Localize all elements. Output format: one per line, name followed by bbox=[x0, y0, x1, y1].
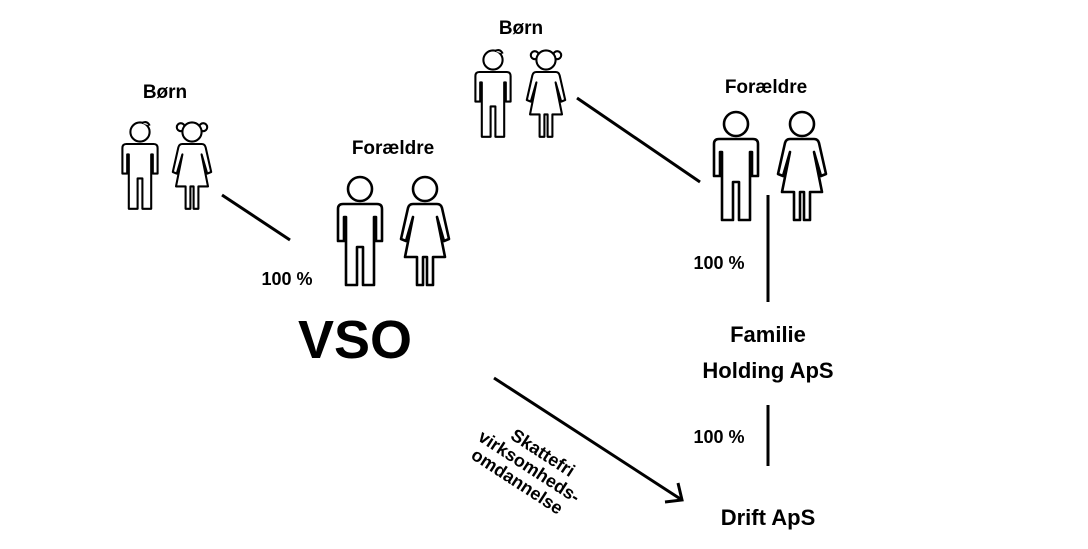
girl-icon bbox=[527, 50, 565, 136]
holding-ownership-label: 100 % bbox=[693, 253, 744, 273]
conversion-arrow bbox=[493, 376, 684, 504]
left-children-label: Børn bbox=[143, 82, 187, 103]
right-parents-label: Forældre bbox=[725, 77, 807, 98]
right-children-label: Børn bbox=[499, 18, 543, 39]
vso-label: VSO bbox=[298, 310, 412, 370]
left-parents-label: Forældre bbox=[352, 138, 434, 159]
holding-label-line1: Familie bbox=[730, 322, 806, 347]
man-icon bbox=[712, 110, 760, 222]
left-ownership-label: 100 % bbox=[261, 269, 312, 289]
man-icon bbox=[336, 175, 384, 287]
children-vso-line bbox=[221, 193, 291, 242]
boy-icon bbox=[475, 50, 510, 137]
boy-icon bbox=[122, 122, 157, 209]
arrow-label: Skattefri virksomheds- omdannelse bbox=[468, 425, 584, 519]
holding-label-line2: Holding ApS bbox=[702, 358, 833, 383]
drift-label: Drift ApS bbox=[721, 505, 816, 530]
girl-icon bbox=[173, 122, 211, 208]
drift-ownership-label: 100 % bbox=[693, 427, 744, 447]
children-parents-line bbox=[576, 96, 701, 184]
woman-icon bbox=[399, 175, 451, 287]
woman-icon bbox=[776, 110, 828, 222]
